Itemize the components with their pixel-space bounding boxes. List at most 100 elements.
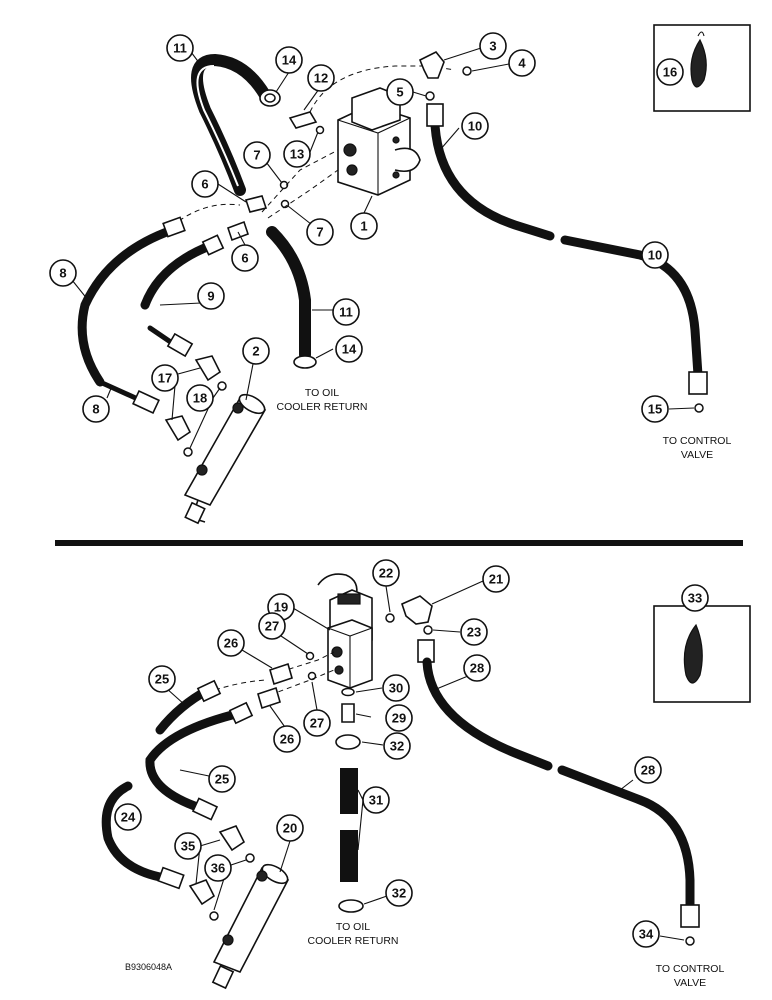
svg-text:17: 17: [158, 371, 172, 386]
callout-8a: 8: [49, 259, 77, 287]
hose-9-end-b: [166, 332, 194, 358]
oring-15: [694, 403, 704, 413]
callout-32a: 32: [383, 732, 411, 760]
callout-6b: 6: [231, 244, 259, 272]
elbow-fitting-3: [418, 50, 445, 79]
callout-15: 15: [641, 395, 669, 423]
fitting-29: [341, 703, 355, 723]
clamp-14-upper: [259, 89, 281, 107]
oring-13: [315, 125, 325, 135]
callout-26b: 26: [273, 725, 301, 753]
hose-28-b: [557, 765, 695, 913]
svg-text:21: 21: [489, 572, 503, 587]
note-control-valve-b2: VALVE: [674, 977, 706, 989]
svg-text:10: 10: [648, 248, 662, 263]
note-oil-cooler-2: COOLER RETURN: [276, 401, 367, 413]
elbow-fitting-21: [401, 595, 433, 625]
svg-text:29: 29: [392, 711, 406, 726]
elbow-17-a: [194, 355, 222, 382]
figure-code: B9306048A: [125, 962, 172, 972]
callout-17: 17: [151, 364, 179, 392]
callout-33: 33: [681, 584, 709, 612]
svg-text:5: 5: [396, 85, 403, 100]
hose-31-lower: [340, 830, 358, 882]
note-oil-cooler-b2: COOLER RETURN: [307, 935, 398, 947]
callout-25a: 25: [148, 665, 176, 693]
oring-7-b: [280, 199, 290, 209]
callout-35: 35: [174, 832, 202, 860]
oring-36-b: [209, 911, 219, 921]
clamp-32-lower: [338, 899, 364, 913]
svg-text:4: 4: [518, 56, 526, 71]
hose-25-end-b: [228, 701, 254, 725]
svg-text:30: 30: [389, 681, 403, 696]
callout-12: 12: [307, 64, 335, 92]
section-divider: [55, 540, 743, 546]
callout-3: 3: [479, 32, 507, 60]
bottom-view: TO OIL COOLER RETURN TO CONTROL VALVE: [101, 573, 751, 990]
svg-text:32: 32: [390, 739, 404, 754]
oring-22: [385, 613, 395, 623]
dashed-route-2: [261, 149, 339, 213]
callout-6a: 6: [191, 170, 219, 198]
hose-10-b: [560, 235, 703, 380]
svg-text:11: 11: [339, 305, 353, 320]
cylinder-20: [211, 863, 290, 990]
callout-32b: 32: [385, 879, 413, 907]
hose-10-end: [426, 103, 444, 127]
oring-18-a: [217, 381, 227, 391]
callout-10b: 10: [641, 241, 669, 269]
hose-25-end-c: [191, 797, 219, 821]
callout-2: 2: [242, 337, 270, 365]
svg-text:7: 7: [316, 225, 323, 240]
cylinder-2: [183, 393, 267, 525]
callout-13: 13: [283, 140, 311, 168]
note-control-valve-2: VALVE: [681, 449, 713, 461]
svg-text:28: 28: [470, 661, 484, 676]
callout-10a: 10: [461, 112, 489, 140]
hose-31-upper: [340, 768, 358, 814]
callout-26a: 26: [217, 629, 245, 657]
callout-4: 4: [508, 49, 536, 77]
callout-20: 20: [276, 814, 304, 842]
svg-text:3: 3: [489, 39, 496, 54]
callout-9: 9: [197, 282, 225, 310]
bottom-callouts: 19 20 21 22 23 24 25 25 26 26 27 27 28 2…: [114, 559, 709, 948]
svg-text:24: 24: [121, 810, 136, 825]
svg-text:6: 6: [241, 251, 248, 266]
svg-text:18: 18: [193, 391, 207, 406]
oring-27-a: [305, 651, 315, 661]
oring-5: [425, 91, 435, 101]
oring-34: [685, 936, 695, 946]
hose-11-lower: [266, 226, 311, 361]
hose-28-a: [422, 657, 553, 771]
svg-text:8: 8: [59, 266, 66, 281]
fitting-6-b: [226, 220, 250, 242]
fitting-12: [288, 111, 318, 129]
callout-34: 34: [632, 920, 660, 948]
elbow-17-b: [164, 415, 192, 442]
top-callouts: 1 2 3 4 5 6 6 7 7 8 8 9 10 10 11 11 12 1…: [49, 32, 695, 449]
strap-icon-2: [683, 623, 703, 684]
top-view: TO OIL COOLER RETURN TO CONTROL VALVE: [77, 24, 751, 525]
callout-21: 21: [482, 565, 510, 593]
svg-text:28: 28: [641, 763, 655, 778]
callout-23: 23: [460, 618, 488, 646]
svg-text:7: 7: [253, 148, 260, 163]
svg-text:31: 31: [369, 793, 383, 808]
svg-text:16: 16: [663, 65, 677, 80]
hose-24: [101, 781, 170, 883]
hose-8-pipe: [97, 379, 143, 403]
svg-text:2: 2: [252, 344, 259, 359]
callout-16: 16: [656, 58, 684, 86]
callout-31: 31: [362, 786, 390, 814]
svg-text:26: 26: [224, 636, 238, 651]
callout-24: 24: [114, 803, 142, 831]
clamp-14-lower: [293, 355, 317, 369]
hose-25-b: [145, 708, 245, 813]
svg-text:8: 8: [92, 402, 99, 417]
svg-text:32: 32: [392, 886, 406, 901]
hose-25-end-a: [196, 679, 222, 703]
svg-text:20: 20: [283, 821, 297, 836]
